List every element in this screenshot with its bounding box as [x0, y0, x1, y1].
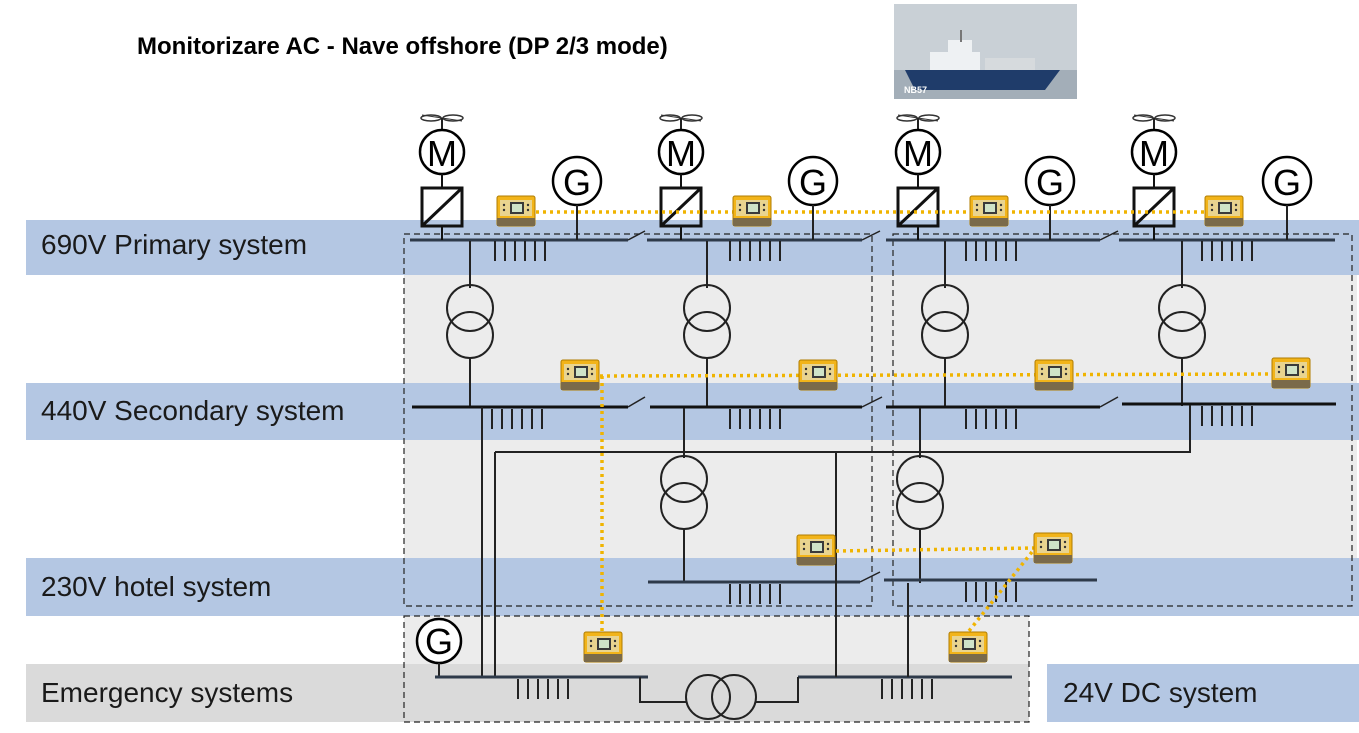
- generator-2-letter: G: [799, 162, 827, 203]
- monitor-device-emergency-2: [948, 631, 988, 663]
- zone-outlines: [403, 233, 1353, 723]
- emergency-generator-letter: G: [425, 621, 453, 662]
- transformers-690-440: [469, 241, 1183, 406]
- monitor-device-690v-2: [732, 195, 772, 227]
- generator-3: G: [1024, 155, 1076, 240]
- motor-group-2: M: [657, 114, 705, 240]
- monitor-device-emergency-1: [583, 631, 623, 663]
- generator-1: G: [551, 155, 603, 240]
- ship-photo: NB57: [894, 4, 1077, 99]
- generator-4-letter: G: [1273, 162, 1301, 203]
- emergency-transformer: [639, 452, 909, 720]
- busbar-440v: [412, 402, 1336, 409]
- comm-lines: [536, 210, 1277, 638]
- monitor-device-690v-1: [496, 195, 536, 227]
- generator-1-letter: G: [563, 162, 591, 203]
- label-440v-secondary: 440V Secondary system: [41, 395, 345, 426]
- generator-2: G: [787, 155, 839, 240]
- motor-4-letter: M: [1139, 133, 1169, 174]
- zone-fill-2: [404, 440, 1357, 558]
- monitor-device-440v-1: [560, 359, 600, 391]
- monitor-device-440v-2: [798, 359, 838, 391]
- generator-3-letter: G: [1036, 162, 1064, 203]
- label-24v-dc: 24V DC system: [1063, 677, 1258, 708]
- label-230v-hotel: 230V hotel system: [41, 571, 272, 602]
- monitor-device-690v-3: [969, 195, 1009, 227]
- emergency-generator: G: [415, 617, 463, 677]
- motor-2-letter: M: [666, 133, 696, 174]
- monitor-device-440v-3: [1034, 359, 1074, 391]
- motor-1-letter: M: [427, 133, 457, 174]
- monitor-device-440v-4: [1271, 357, 1311, 389]
- ship-label: NB57: [904, 85, 927, 95]
- band-690v: [26, 220, 1359, 275]
- motor-group-1: M: [418, 114, 466, 240]
- transformers-440-230: [683, 408, 921, 583]
- generator-4: G: [1261, 155, 1313, 240]
- motor-group-4: M: [1130, 114, 1178, 240]
- motor-group-3: M: [894, 114, 942, 240]
- band-230v: [26, 558, 1359, 616]
- emergency-tie-lines: [481, 405, 1191, 677]
- band-24v-dc: [1047, 664, 1359, 722]
- breakers-440v: [627, 396, 1119, 408]
- busbar-230v: [648, 578, 1097, 584]
- breakers-690v: [627, 230, 1119, 241]
- monitor-device-230v-2: [1033, 532, 1073, 564]
- band-440v: [26, 383, 1359, 440]
- label-emergency: Emergency systems: [41, 677, 294, 708]
- zone-fill-3: [404, 616, 1029, 664]
- page-title: Monitorizare AC - Nave offshore (DP 2/3 …: [137, 33, 668, 60]
- motor-3-letter: M: [903, 133, 933, 174]
- monitor-device-690v-4: [1204, 195, 1244, 227]
- label-690v-primary: 690V Primary system: [41, 229, 308, 260]
- monitor-device-230v-1: [796, 534, 836, 566]
